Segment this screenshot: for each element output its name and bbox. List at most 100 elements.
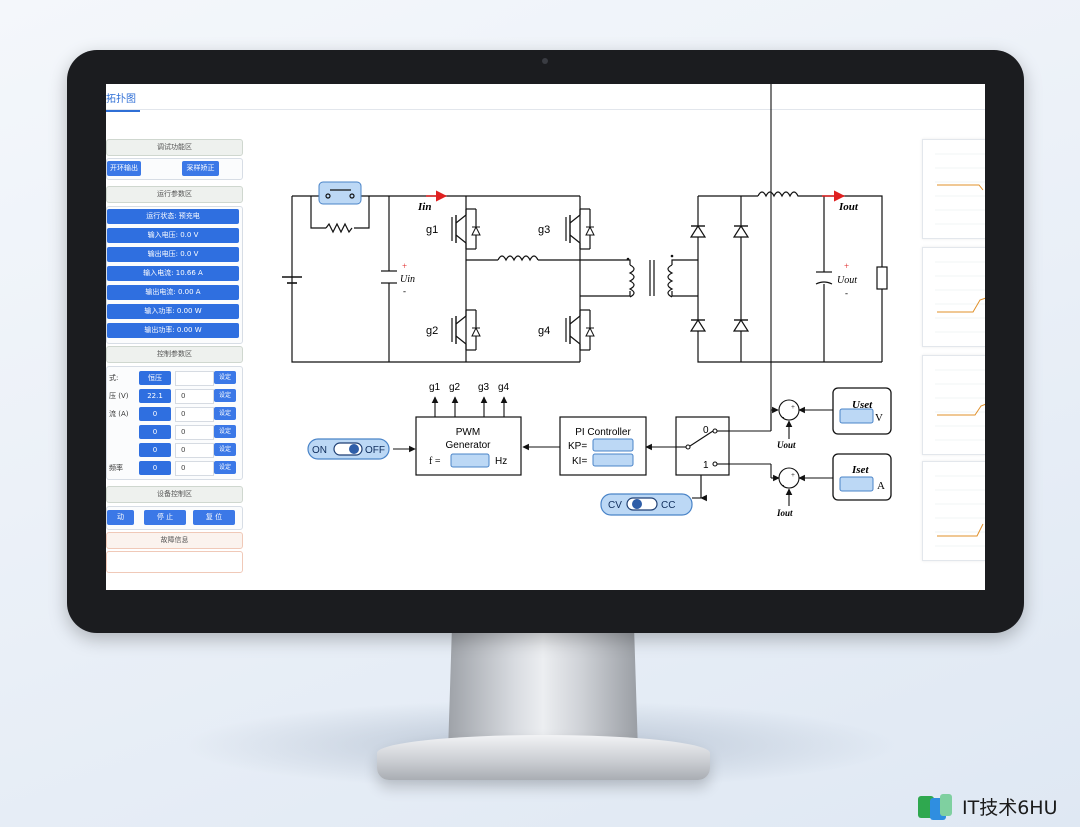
load-resistor-icon <box>876 266 888 290</box>
reset-button[interactable]: 复 位 <box>193 510 235 525</box>
cv-cc-toggle[interactable]: CV CC <box>600 493 693 516</box>
control-value-voltage: 22.1 <box>139 389 171 403</box>
control-label-mode: 式: <box>109 374 119 382</box>
switch-position-0: 0 <box>703 425 709 436</box>
control-value-frequency: 0 <box>139 461 171 475</box>
debug-group: 开环输出 采样矫正 <box>106 158 243 180</box>
input-relay-switch[interactable] <box>318 181 362 205</box>
watermark-logo-icon <box>918 793 956 820</box>
control-value-row5: 0 <box>139 443 171 457</box>
voltage-summing-junction <box>778 399 800 421</box>
mini-chart-2 <box>922 247 985 347</box>
tab-topology[interactable]: 拓扑图 <box>106 90 140 112</box>
section-device-control-title: 设备控制区 <box>106 486 243 503</box>
diode-d2-icon <box>733 225 749 238</box>
control-label-current: 流 (A) <box>109 410 129 418</box>
on-off-toggle[interactable]: ON OFF <box>307 438 390 460</box>
pwm-out-g1: g1 <box>429 382 441 393</box>
left-control-panel: 调试功能区 开环输出 采样矫正 运行参数区 运行状态: 预充电 输入电压: 0.… <box>106 136 243 576</box>
full-bridge-wiring <box>465 195 631 362</box>
topology-schematic: Iin + Uin - g1 g2 g3 g4 <box>282 84 892 518</box>
stop-button[interactable]: 停 止 <box>144 510 186 525</box>
set-button-mode[interactable]: 设定 <box>214 371 236 384</box>
current-sum-minus: - <box>782 481 785 489</box>
monitor-stand-base <box>377 735 710 780</box>
control-params-group: 式: 恒压 设定 压 (V) 22.1 0 设定 流 (A) 0 0 设定 0 … <box>106 366 243 480</box>
set-button-row4[interactable]: 设定 <box>214 425 236 438</box>
set-button-current[interactable]: 设定 <box>214 407 236 420</box>
status-input-voltage: 输入电压: 0.0 V <box>107 228 239 243</box>
monitor-screen: 拓扑图 调试功能区 开环输出 采样矫正 运行参数区 运行状态: 预充电 输入电压… <box>106 84 985 590</box>
section-run-params-title: 运行参数区 <box>106 186 243 203</box>
watermark: IT技术6HU <box>918 793 1058 820</box>
open-loop-output-button[interactable]: 开环输出 <box>107 161 141 176</box>
mini-chart-1 <box>922 139 985 239</box>
sampling-calibration-button[interactable]: 采样矫正 <box>182 161 219 176</box>
section-debug-title: 调试功能区 <box>106 139 243 156</box>
iout-feedback-label: Iout <box>776 508 793 518</box>
pi-ki-input[interactable] <box>592 453 634 467</box>
igbt-g4-label: g4 <box>538 325 550 337</box>
status-run-state: 运行状态: 预充电 <box>107 209 239 224</box>
igbt-g1-label: g1 <box>426 224 438 236</box>
pwm-frequency-label: f = <box>429 456 441 467</box>
status-input-power: 输入功率: 0.00 W <box>107 304 239 319</box>
pi-controller-title: PI Controller <box>575 427 631 438</box>
set-button-row5[interactable]: 设定 <box>214 443 236 456</box>
cc-label: CC <box>661 500 675 511</box>
run-params-group: 运行状态: 预充电 输入电压: 0.0 V 输出电压: 0.0 V 输入电流: … <box>106 206 243 344</box>
pwm-out-g2: g2 <box>449 382 461 393</box>
uset-label: Uset <box>852 399 873 411</box>
uout-label: Uout <box>837 275 857 286</box>
status-input-current: 输入电流: 10.66 A <box>107 266 239 281</box>
status-output-voltage: 输出电压: 0.0 V <box>107 247 239 262</box>
right-chart-panel <box>922 139 985 561</box>
status-output-current: 输出电流: 0.00 A <box>107 285 239 300</box>
control-label-frequency: 频率 <box>109 464 123 472</box>
pwm-title-line1: PWM <box>456 427 480 438</box>
set-button-voltage[interactable]: 设定 <box>214 389 236 402</box>
iset-input[interactable] <box>839 476 874 492</box>
control-input-row5[interactable]: 0 <box>175 443 214 458</box>
iset-unit: A <box>877 480 885 492</box>
start-button[interactable]: 动 <box>107 510 134 525</box>
device-control-group: 动 停 止 复 位 <box>106 506 243 530</box>
pi-ki-label: KI= <box>572 456 587 467</box>
set-button-frequency[interactable]: 设定 <box>214 461 236 474</box>
igbt-g3-label: g3 <box>538 224 550 236</box>
pi-kp-label: KP= <box>568 441 587 452</box>
monitor-stand-neck <box>448 632 638 752</box>
diode-d3-icon <box>690 319 706 332</box>
watermark-text: IT技术6HU <box>962 797 1058 819</box>
tab-bar: 拓扑图 <box>106 84 985 112</box>
mini-chart-4 <box>922 461 985 561</box>
pwm-out-g3: g3 <box>478 382 490 393</box>
current-summing-junction <box>778 467 800 489</box>
mini-chart-3 <box>922 355 985 455</box>
diode-d4-icon <box>733 319 749 332</box>
control-input-mode[interactable] <box>175 371 214 386</box>
pi-kp-input[interactable] <box>592 438 634 452</box>
pwm-frequency-input[interactable] <box>450 453 490 468</box>
fault-info-box <box>106 551 243 573</box>
uin-plus: + <box>402 261 407 271</box>
iset-label: Iset <box>851 464 869 476</box>
uset-input[interactable] <box>839 408 874 424</box>
section-fault-title: 故障信息 <box>106 532 243 549</box>
control-input-frequency[interactable]: 0 <box>175 461 214 476</box>
cv-label: CV <box>608 500 622 511</box>
voltage-sum-plus: + <box>791 403 795 411</box>
igbt-g2-label: g2 <box>426 325 438 337</box>
iin-label: Iin <box>417 201 431 213</box>
status-output-power: 输出功率: 0.00 W <box>107 323 239 338</box>
control-input-current[interactable]: 0 <box>175 407 214 422</box>
uout-feedback-label: Uout <box>777 440 796 450</box>
switch-position-1: 1 <box>703 460 709 471</box>
camera-icon <box>542 58 548 64</box>
pwm-title-line2: Generator <box>445 440 491 451</box>
output-rectifier-wiring <box>697 191 883 363</box>
control-input-voltage[interactable]: 0 <box>175 389 214 404</box>
control-input-row4[interactable]: 0 <box>175 425 214 440</box>
control-label-voltage: 压 (V) <box>109 392 129 400</box>
off-label: OFF <box>365 445 385 456</box>
